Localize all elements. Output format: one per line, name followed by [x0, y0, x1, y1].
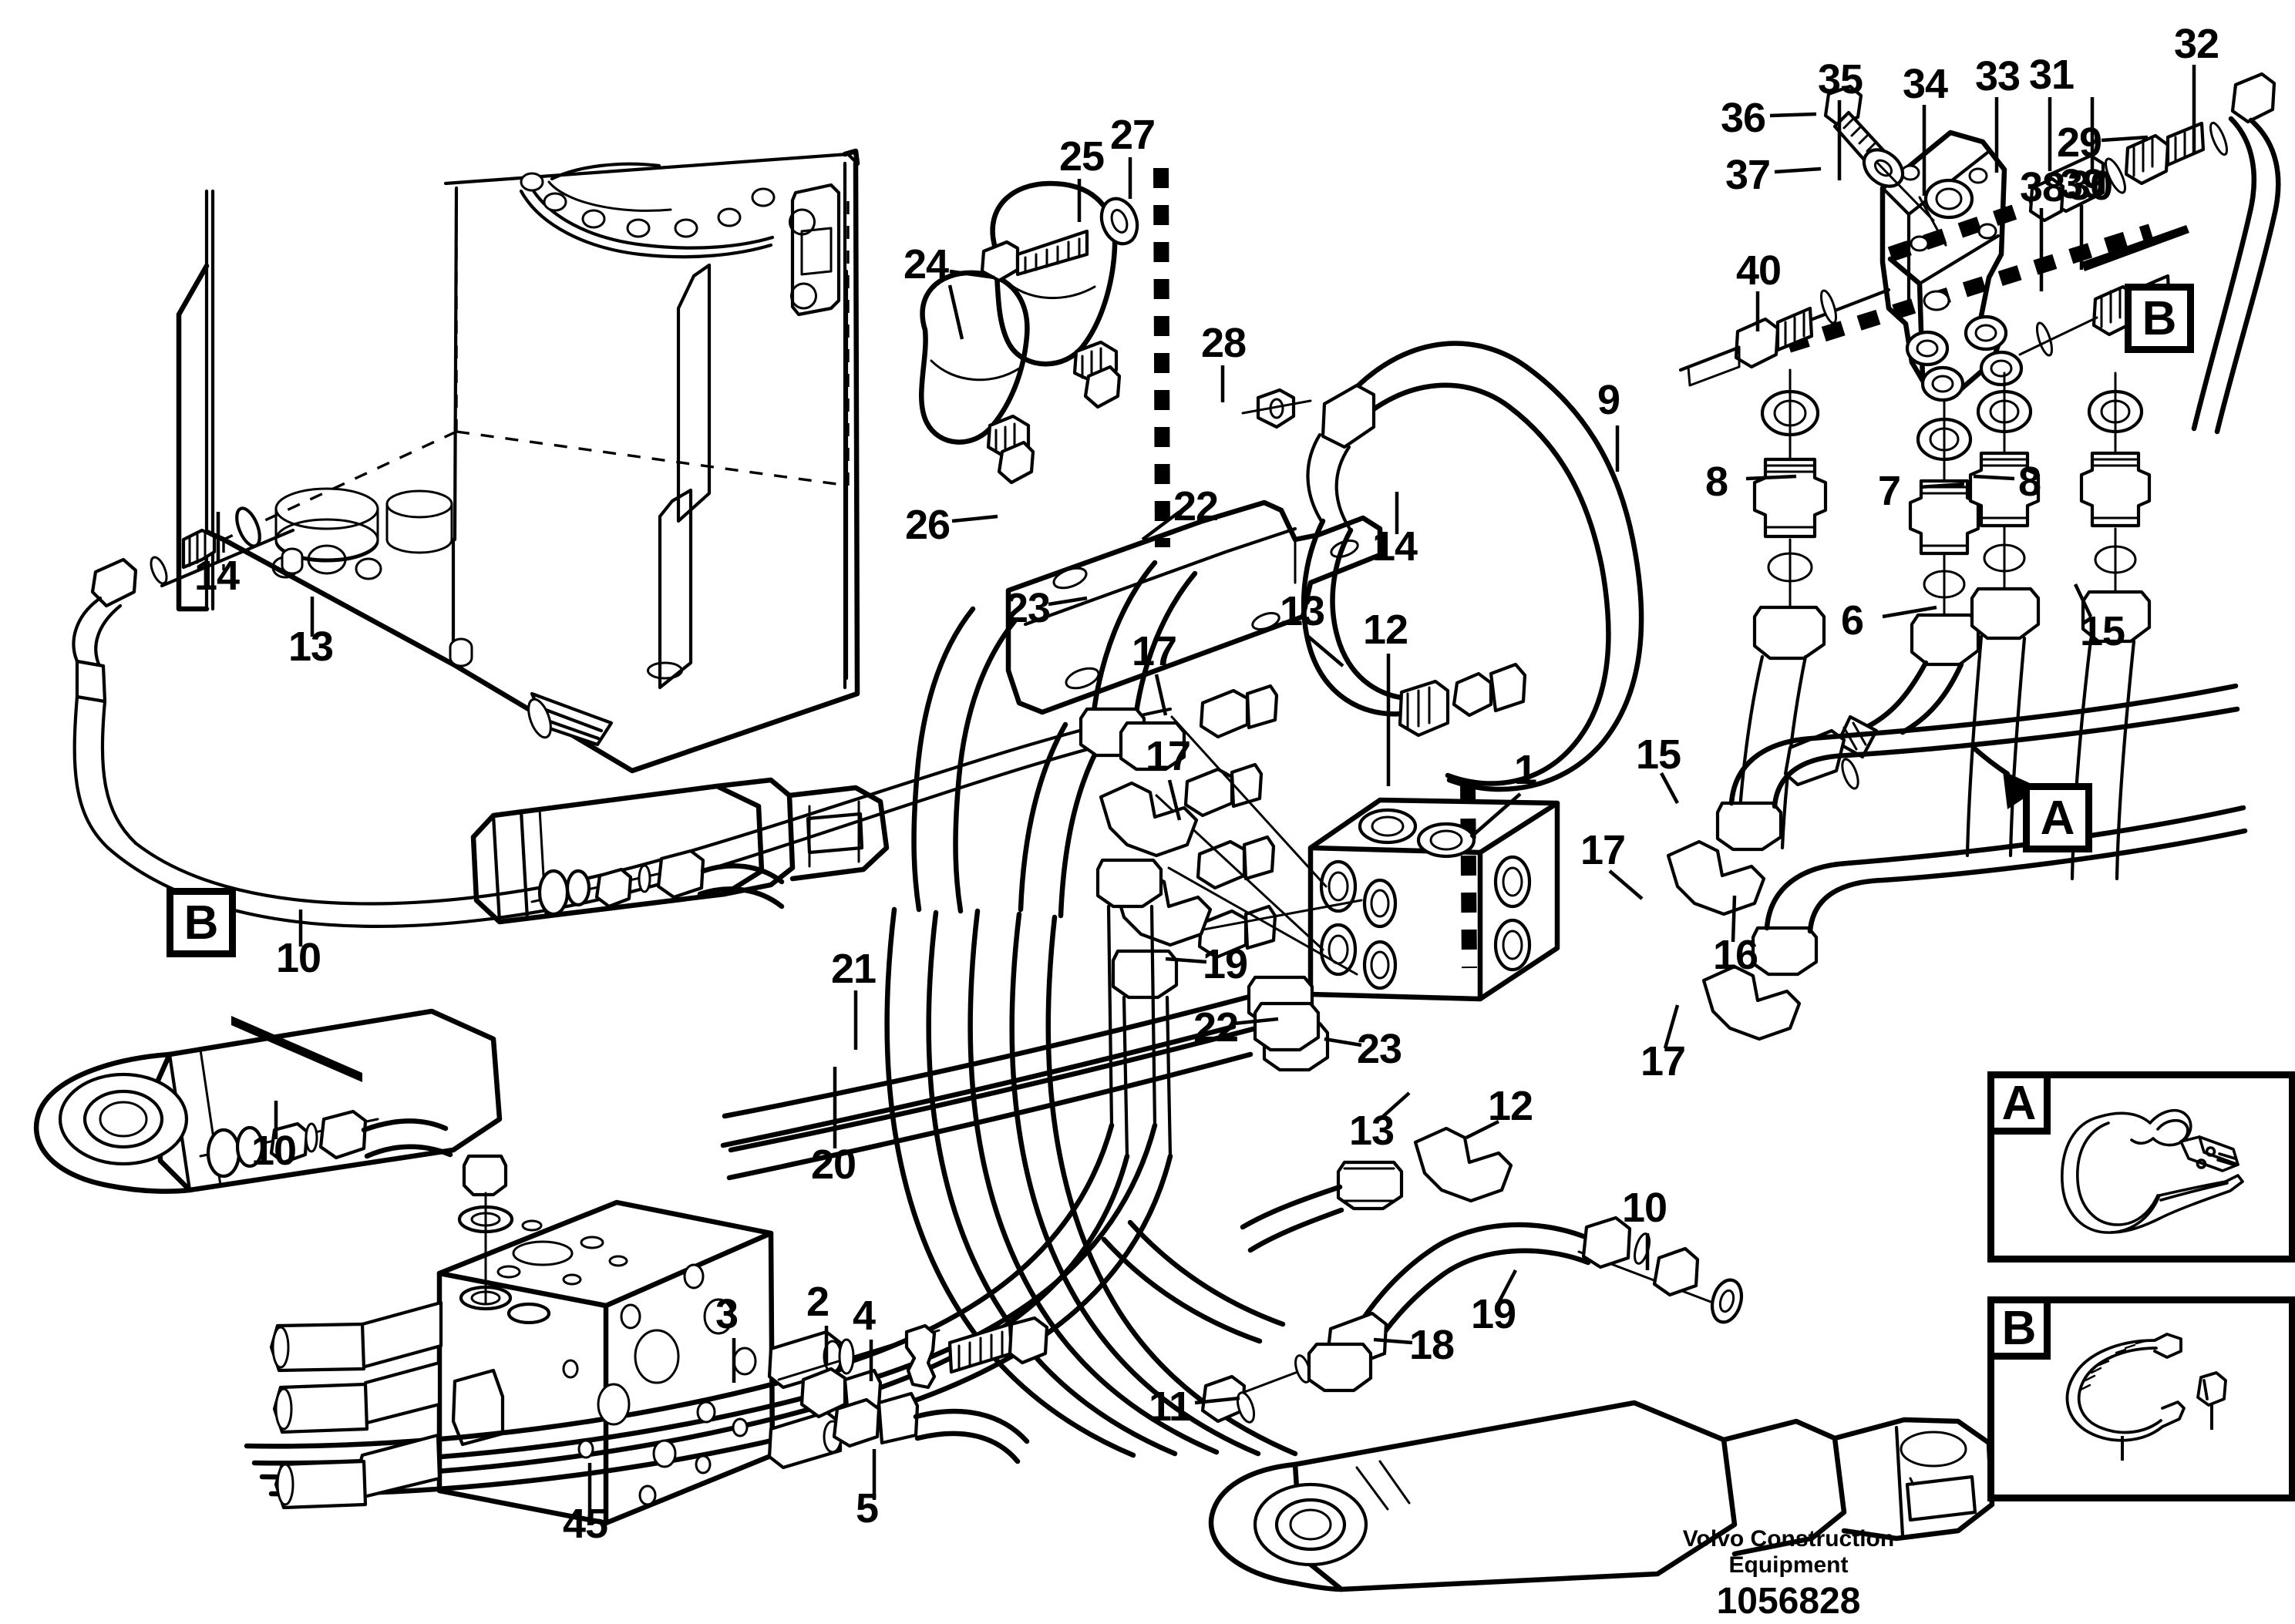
callout-31: 31 [2029, 52, 2075, 98]
callout-38: 38 [2020, 164, 2065, 210]
assembly-axis-dash-1 [1153, 167, 1170, 548]
hydraulic-cylinder-right [1101, 1215, 1995, 1592]
callout-13-c: 13 [1349, 1108, 1395, 1154]
hose-13b [1301, 518, 1527, 738]
callout-6: 6 [1841, 597, 1864, 644]
callout-15-b: 15 [1636, 731, 1681, 778]
callout-19-a: 19 [1203, 941, 1248, 987]
callout-22-a: 22 [1173, 483, 1219, 530]
callout-14-b: 14 [1372, 523, 1418, 570]
callout-27: 27 [1110, 112, 1156, 158]
callout-17-c: 17 [1580, 827, 1626, 873]
inset-a-marker: A [1987, 1071, 2051, 1135]
brand-line-2: Equipment [1728, 1552, 1849, 1578]
callout-15-a: 15 [2080, 608, 2125, 654]
callout-33: 33 [1975, 53, 2021, 99]
hydraulic-tank-group [176, 148, 860, 774]
tank-port-fitting-14 [72, 506, 1174, 928]
callout-7: 7 [1878, 468, 1901, 514]
callout-37: 37 [1725, 152, 1771, 198]
callout-14-a: 14 [194, 553, 240, 599]
callout-9: 9 [1597, 377, 1620, 423]
callout-18: 18 [1409, 1322, 1455, 1368]
central-manifold-block [1307, 797, 1560, 1002]
brand-line-1: Volvo Construction [1682, 1526, 1895, 1552]
callout-20: 20 [811, 1142, 856, 1188]
callout-12-b: 12 [1488, 1083, 1533, 1129]
callout-leader-lines [216, 65, 2198, 1512]
valve-head-assembly [1678, 72, 2281, 435]
assembly-axis-dash-2 [1460, 781, 1477, 969]
fitting-18 [1307, 1342, 1373, 1393]
callout-8-left: 8 [1705, 459, 1728, 505]
callout-13-b: 13 [1280, 588, 1325, 634]
section-a-pointer-right [1970, 745, 2040, 809]
callout-30: 30 [2068, 163, 2113, 209]
inset-b-marker: B [1987, 1296, 2051, 1360]
callout-11: 11 [1149, 1384, 1192, 1430]
callout-32: 32 [2174, 21, 2219, 67]
callout-23-a: 23 [1005, 585, 1051, 631]
callout-23-b: 23 [1357, 1026, 1402, 1072]
callout-12-a: 12 [1363, 607, 1408, 653]
inset-b-artwork [2065, 1333, 2227, 1461]
hose-9 [1306, 341, 1644, 792]
callout-5: 5 [856, 1485, 879, 1532]
callout-29: 29 [2057, 119, 2102, 166]
callout-17-a: 17 [1132, 628, 1177, 674]
callout-36: 36 [1721, 95, 1766, 141]
callout-4: 4 [853, 1293, 876, 1339]
inset-a-artwork [2061, 1108, 2244, 1234]
callout-24: 24 [904, 241, 949, 287]
callout-21: 21 [831, 946, 877, 992]
callout-28: 28 [1201, 320, 1247, 366]
control-valve-block-45 [269, 1154, 843, 1526]
callout-10-c: 10 [1622, 1185, 1667, 1231]
callout-40: 40 [1736, 247, 1782, 294]
callout-25: 25 [1059, 133, 1105, 180]
callout-22-b: 22 [1193, 1004, 1239, 1051]
section-marker-b-valve: B [2125, 284, 2194, 353]
callout-17-d: 17 [1640, 1038, 1686, 1084]
footer-block: Volvo Construction Equipment 1056828 [1650, 1526, 1927, 1624]
assembly-axis-dash-3 [1785, 224, 2154, 353]
callout-45: 45 [563, 1501, 608, 1547]
section-marker-a-right: A [2023, 783, 2092, 852]
callout-10-a: 10 [276, 935, 321, 981]
callout-17-b: 17 [1146, 733, 1191, 779]
clip-and-bolt-group [777, 1316, 1049, 1464]
callout-26: 26 [905, 502, 951, 548]
callout-34: 34 [1903, 61, 1948, 107]
inset-panel-a: A [1987, 1071, 2295, 1263]
callout-3: 3 [715, 1291, 739, 1337]
callout-39: 39 [2060, 161, 2105, 207]
section-b-pointer-valve [2081, 225, 2189, 271]
block-fittings [1095, 683, 2248, 1158]
callout-16: 16 [1713, 932, 1758, 978]
callout-35: 35 [1818, 56, 1863, 103]
section-b-pointer-left [231, 1016, 362, 1082]
callout-2: 2 [806, 1279, 829, 1325]
hydraulic-cylinder-left [33, 777, 890, 1194]
callout-10-b: 10 [251, 1128, 297, 1174]
callout-1: 1 [1514, 747, 1537, 793]
fitting-12b-13c [1240, 1126, 1513, 1253]
callout-19-b: 19 [1471, 1291, 1516, 1337]
inset-panel-b: B [1987, 1296, 2295, 1501]
section-marker-b-left: B [167, 888, 236, 957]
callout-13-a: 13 [288, 624, 334, 670]
callout-8-right: 8 [2018, 459, 2041, 505]
drawing-number: 1056828 [1716, 1581, 1861, 1622]
